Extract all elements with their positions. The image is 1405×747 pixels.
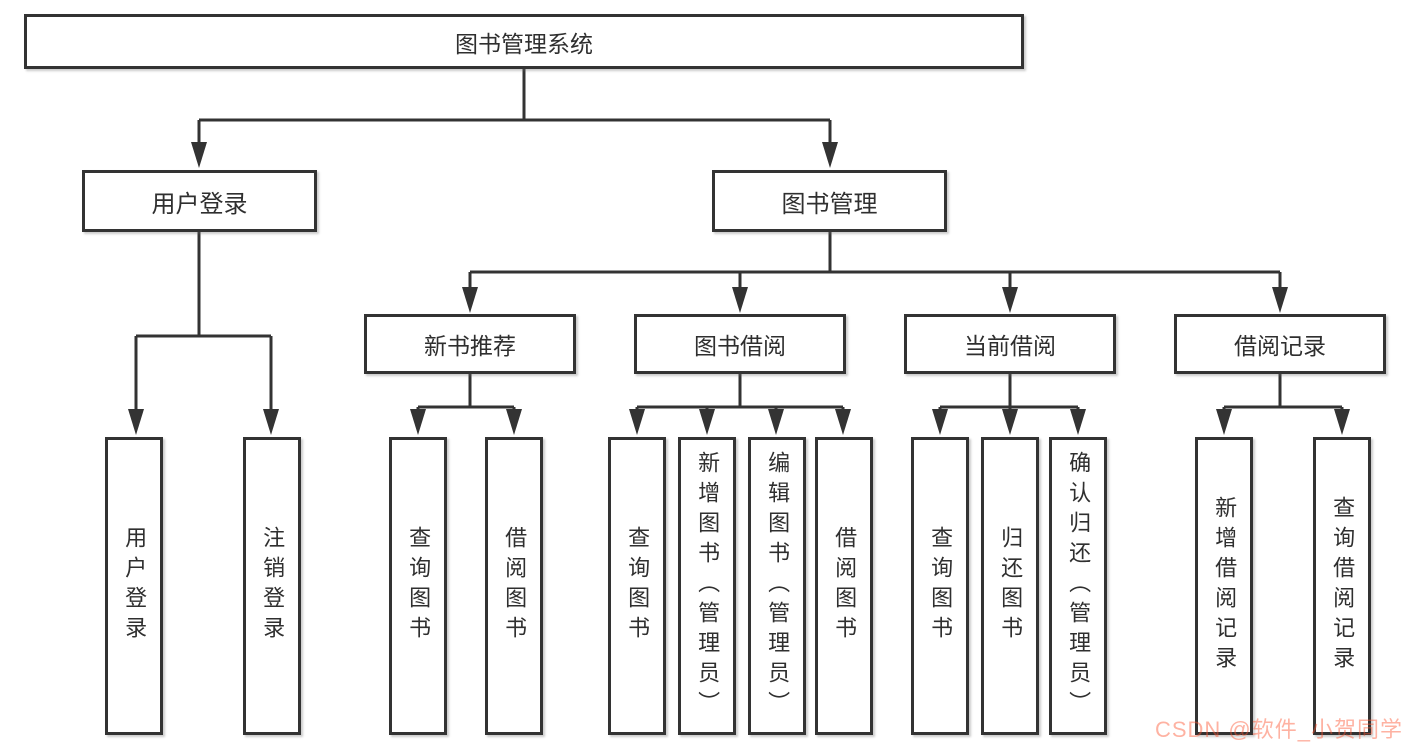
leaf-label: 确认归还（管理员） bbox=[1066, 451, 1092, 721]
node-user-login: 用户登录 bbox=[82, 170, 317, 232]
node-book-management: 图书管理 bbox=[712, 170, 947, 232]
leaf-label: 借阅图书 bbox=[502, 526, 528, 646]
node-new-book-recommend: 新书推荐 bbox=[364, 314, 576, 374]
leaf-label: 新增借阅记录 bbox=[1212, 496, 1238, 676]
leaf-label: 查询图书 bbox=[625, 526, 651, 646]
node-root: 图书管理系统 bbox=[24, 14, 1024, 69]
leaf-label: 用户登录 bbox=[122, 526, 148, 646]
leaf-query-borrow-record: 查询借阅记录 bbox=[1313, 437, 1371, 735]
node-current-borrow: 当前借阅 bbox=[904, 314, 1116, 374]
node-label: 当前借阅 bbox=[964, 333, 1056, 359]
leaf-query-books-recommend: 查询图书 bbox=[389, 437, 447, 735]
leaf-user-login: 用户登录 bbox=[105, 437, 163, 735]
watermark-text: CSDN @软件_小贺同学 bbox=[1154, 717, 1403, 742]
node-label: 图书管理 bbox=[781, 190, 878, 218]
leaf-add-books-admin: 新增图书（管理员） bbox=[678, 437, 736, 735]
leaf-borrow-books: 借阅图书 bbox=[815, 437, 873, 735]
leaf-label: 查询图书 bbox=[928, 526, 954, 646]
leaf-label: 新增图书（管理员） bbox=[695, 451, 721, 721]
leaf-label: 查询图书 bbox=[406, 526, 432, 646]
leaf-label: 编辑图书（管理员） bbox=[765, 451, 791, 721]
leaf-borrow-books-recommend: 借阅图书 bbox=[485, 437, 543, 735]
leaf-return-books: 归还图书 bbox=[981, 437, 1039, 735]
node-label: 借阅记录 bbox=[1234, 333, 1326, 359]
leaf-label: 归还图书 bbox=[998, 526, 1024, 646]
leaf-label: 借阅图书 bbox=[832, 526, 858, 646]
leaf-logout: 注销登录 bbox=[243, 437, 301, 735]
node-borrow-records: 借阅记录 bbox=[1174, 314, 1386, 374]
leaf-edit-books-admin: 编辑图书（管理员） bbox=[748, 437, 806, 735]
leaf-confirm-return-admin: 确认归还（管理员） bbox=[1049, 437, 1107, 735]
node-label: 新书推荐 bbox=[424, 333, 516, 359]
node-book-borrow: 图书借阅 bbox=[634, 314, 846, 374]
leaf-add-borrow-record: 新增借阅记录 bbox=[1195, 437, 1253, 735]
leaf-query-books-borrow: 查询图书 bbox=[608, 437, 666, 735]
node-root-label: 图书管理系统 bbox=[455, 30, 593, 57]
leaf-label: 注销登录 bbox=[260, 526, 286, 646]
leaf-label: 查询借阅记录 bbox=[1330, 496, 1356, 676]
leaf-query-books-current: 查询图书 bbox=[911, 437, 969, 735]
node-label: 用户登录 bbox=[151, 190, 248, 218]
node-label: 图书借阅 bbox=[694, 333, 786, 359]
